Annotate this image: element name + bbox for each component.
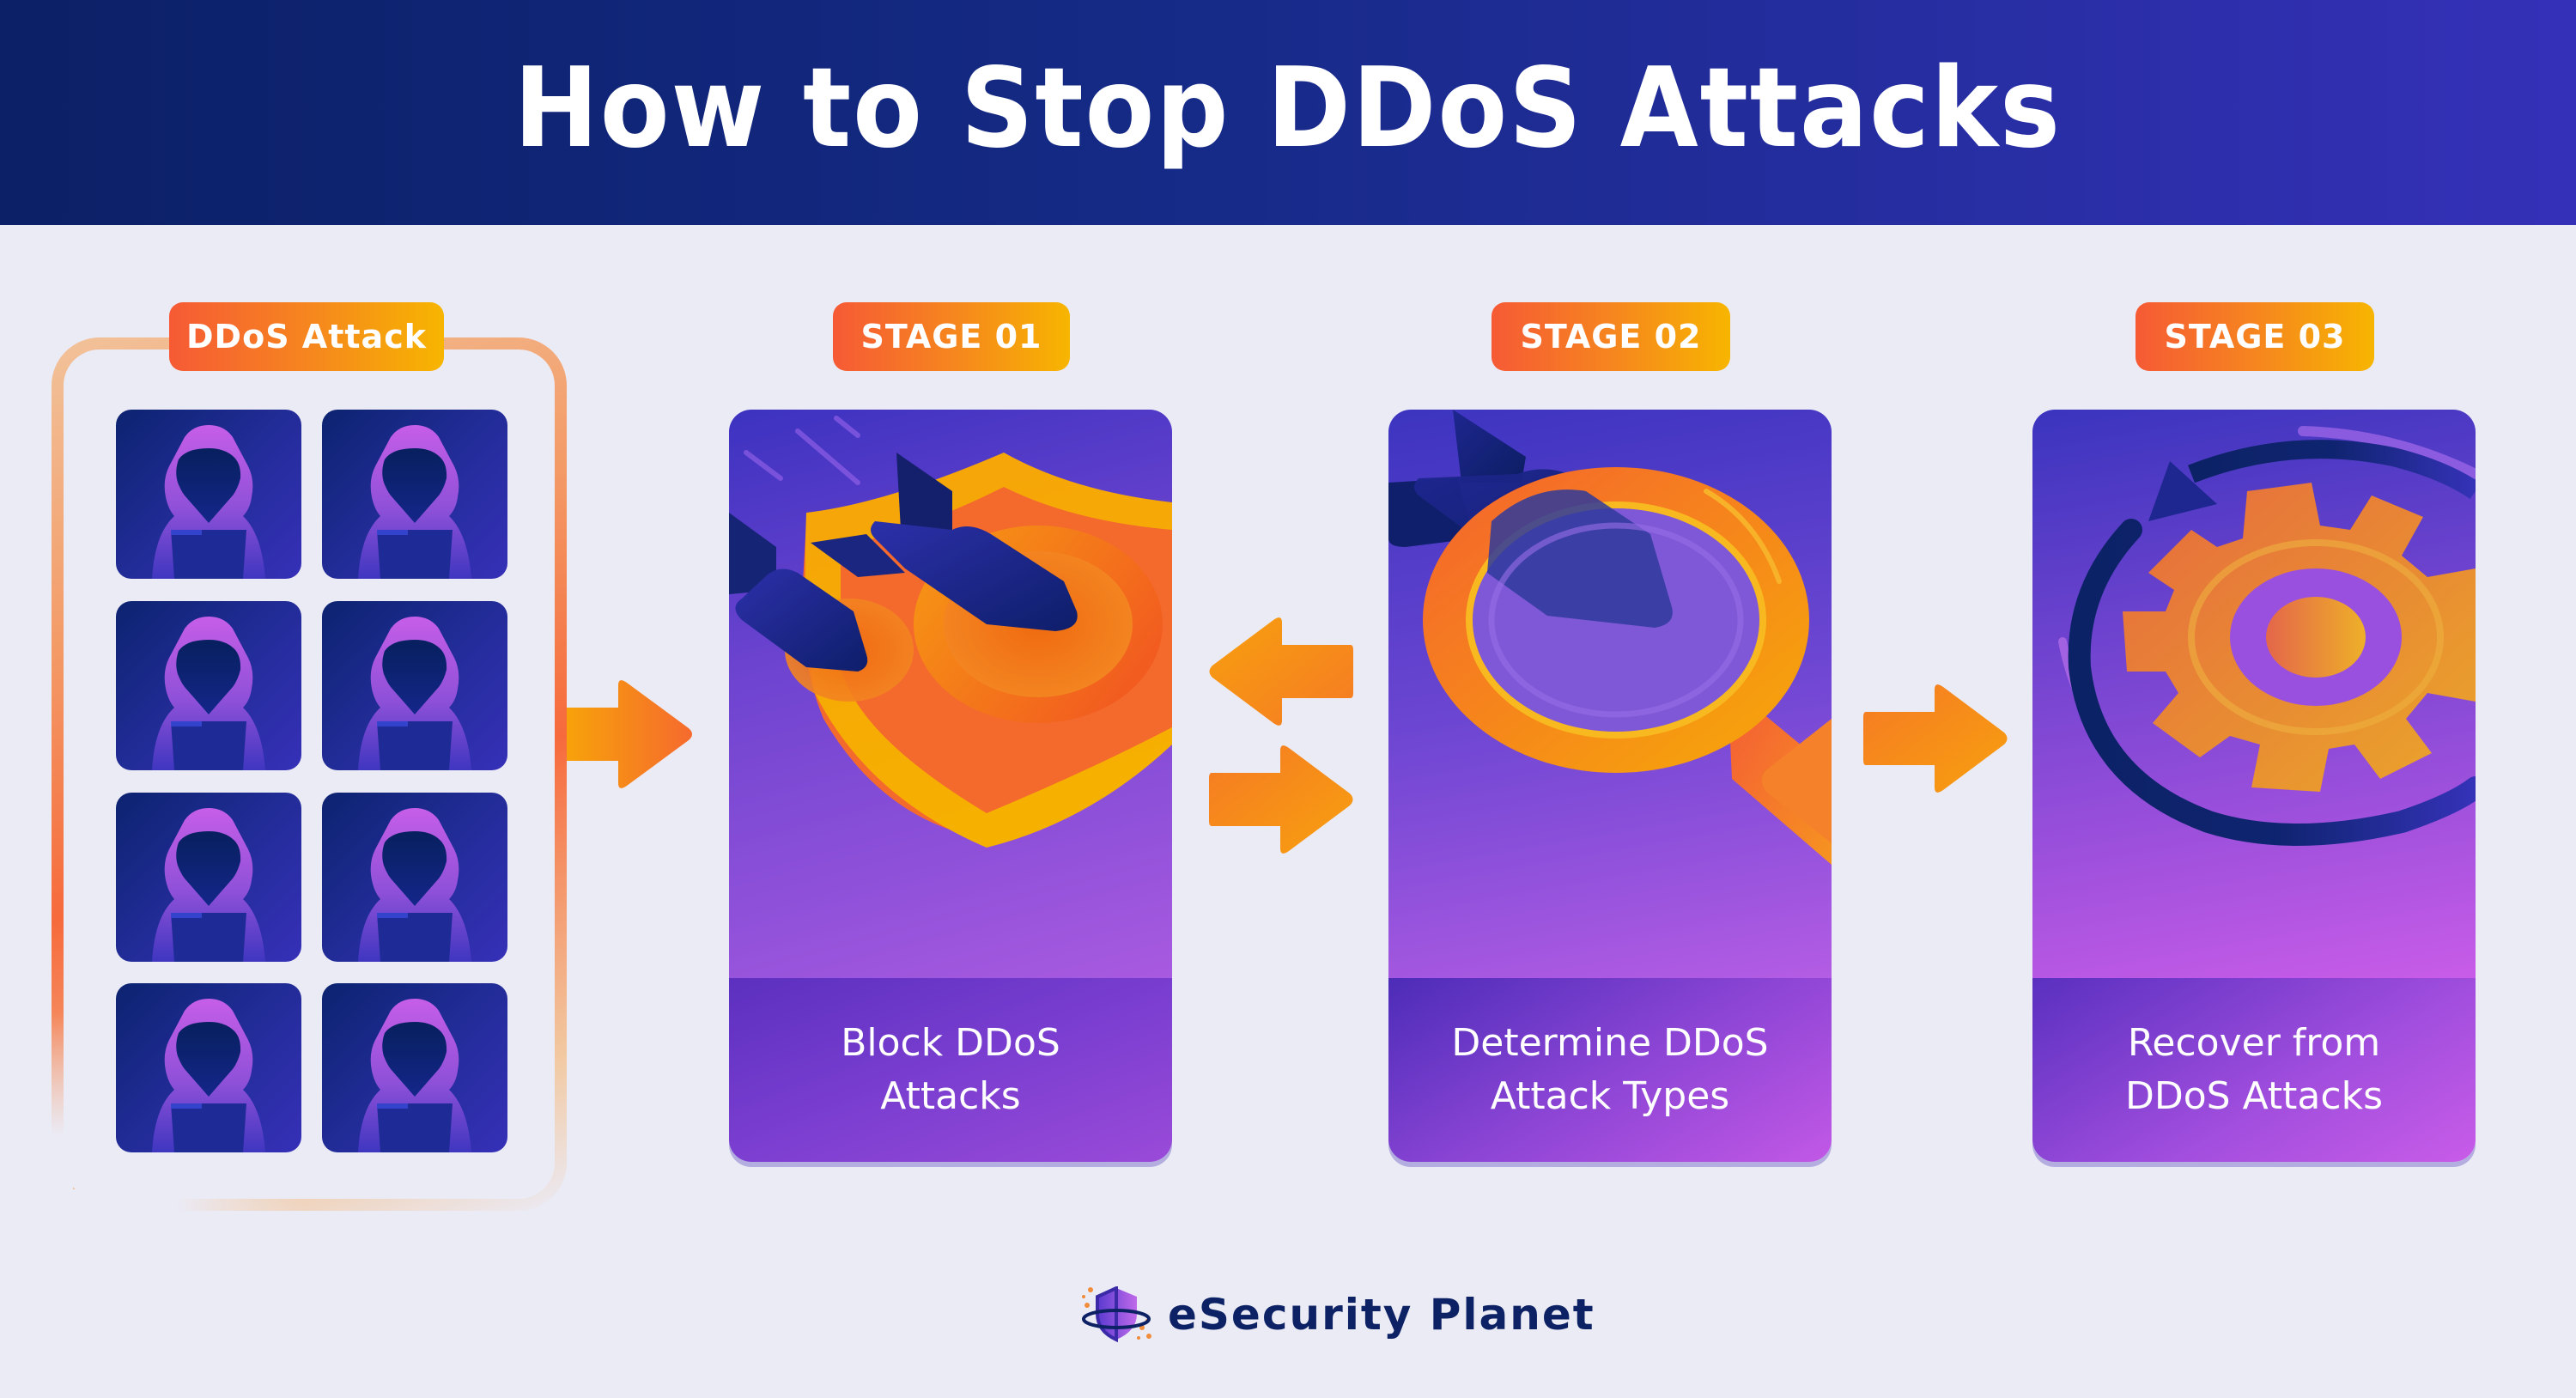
hacker-tile [322,793,507,962]
magnifying-glass-icon [1388,410,1832,978]
arrow-right-icon [567,680,692,788]
stage-01-card: Block DDoS Attacks [729,410,1172,1162]
stage-03-card: Recover from DDoS Attacks [2032,410,2476,1162]
stage-02-badge: STAGE 02 [1492,302,1730,371]
stage-03-caption-line2: DDoS Attacks [2125,1074,2383,1118]
stage-03-caption-line1: Recover from [2127,1021,2381,1065]
stage-02-caption-line1: Determine DDoS [1451,1021,1769,1065]
hacker-tile [116,793,301,962]
stage-02-caption: Determine DDoS Attack Types [1388,978,1832,1162]
brand-logo: eSecurity Planet [1080,1286,1595,1343]
hooded-hacker-icon [358,617,471,770]
hacker-tile [116,983,301,1152]
hooded-hacker-icon [358,425,471,579]
hooded-hacker-icon [152,425,265,579]
stage-02-card: Determine DDoS Attack Types [1388,410,1832,1162]
shield-planet-logo-icon [1082,1286,1151,1343]
stage-01-badge: STAGE 01 [833,302,1070,371]
stage-01-caption-line1: Block DDoS [841,1021,1060,1065]
attack-group-label: DDoS Attack [169,302,444,371]
gear-recovery-icon [2032,410,2476,978]
hooded-hacker-icon [152,617,265,770]
hacker-tile [116,410,301,579]
hooded-hacker-icon [358,808,471,962]
arrow-left-icon [1209,617,1353,726]
hooded-hacker-icon [358,999,471,1152]
hacker-tile [116,601,301,770]
hacker-tile [322,410,507,579]
stage-01-caption: Block DDoS Attacks [729,978,1172,1162]
shield-with-missiles-icon [729,410,1172,978]
hacker-tile [322,601,507,770]
hooded-hacker-icon [152,999,265,1152]
page-title: How to Stop DDoS Attacks [513,44,2063,173]
hacker-tile [322,983,507,1152]
arrow-right-icon [1209,745,1353,854]
hooded-hacker-icon [152,808,265,962]
brand-name: eSecurity Planet [1168,1290,1595,1340]
arrow-right-icon [1863,684,2008,793]
header-banner: How to Stop DDoS Attacks [0,0,2576,225]
stage-03-badge: STAGE 03 [2136,302,2374,371]
stage-03-caption: Recover from DDoS Attacks [2032,978,2476,1162]
frame-fade [47,1189,305,1215]
stage-02-caption-line2: Attack Types [1490,1074,1730,1118]
frame-fade [47,1013,73,1219]
stage-01-caption-line2: Attacks [880,1074,1021,1118]
